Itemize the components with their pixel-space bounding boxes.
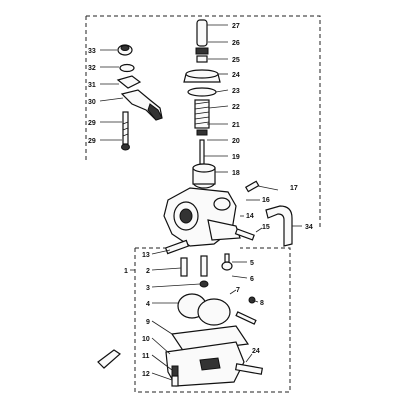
part-body-bracket (207, 219, 241, 241)
part-30-lever-tip (147, 103, 163, 121)
screw-thread-2 (122, 127, 129, 131)
callout-2: 2 (146, 268, 150, 275)
callout-3: 3 (146, 285, 150, 292)
callout-5: 5 (250, 260, 254, 267)
leader-7 (229, 289, 237, 295)
leader-9 (151, 320, 173, 335)
spring-coil-5 (194, 121, 210, 125)
part-2-needle-jet (200, 255, 208, 277)
part-14-pilot-screw (234, 228, 255, 241)
leader-24b (245, 353, 253, 363)
callout-24: 24 (232, 72, 240, 79)
right-fittings (234, 180, 302, 247)
part-33-cap-top (120, 45, 130, 51)
part-27-cable-adjuster (196, 19, 208, 47)
callout-9: 9 (146, 319, 150, 326)
callout-33: 33 (88, 48, 96, 55)
callout-27: 27 (232, 23, 240, 30)
callout-31: 31 (88, 82, 96, 89)
part-21-retainer (196, 129, 208, 136)
part-25-nut (196, 55, 208, 63)
leader-2 (151, 267, 182, 271)
part-3-main-jet (199, 280, 209, 288)
part-13-idle-screw (164, 239, 190, 255)
callout-6: 6 (250, 276, 254, 283)
callout-18: 18 (232, 170, 240, 177)
carburetor-body (163, 187, 241, 247)
leader-3 (151, 283, 201, 288)
upper-assembly-frame (86, 15, 321, 228)
callout-14: 14 (246, 213, 254, 220)
part-23-gasket (187, 87, 217, 97)
part-18-valve-top (192, 163, 216, 173)
callout-21: 21 (232, 122, 240, 129)
leader-11 (151, 354, 173, 371)
part-34-fuel-hose (265, 205, 293, 247)
part-32-washer (119, 63, 135, 73)
callout-23: 23 (232, 88, 240, 95)
spring-coil-2 (194, 106, 210, 110)
part-4-float-right (197, 298, 231, 326)
leader-15 (255, 227, 263, 233)
callout-13: 13 (142, 252, 150, 259)
leader-8 (251, 299, 259, 303)
part-2-main-jet-holder (180, 257, 188, 277)
part-24-drain-screw (234, 363, 264, 375)
leader-23 (215, 89, 229, 93)
callout-19: 19 (232, 154, 240, 161)
callout-30: 30 (88, 99, 96, 106)
part-6-float-needle (224, 253, 230, 263)
part-10-bowl-drain (199, 357, 221, 371)
part-8-float-pin (235, 311, 257, 325)
callout-8: 8 (260, 300, 264, 307)
callout-7: 7 (236, 287, 240, 294)
part-17-screw (244, 180, 260, 193)
leader-22 (208, 105, 229, 109)
callout-24b: 24 (252, 348, 260, 355)
leader-17 (257, 185, 279, 191)
part-26-lock-nut (195, 47, 209, 55)
screw-thread-1 (122, 121, 129, 125)
spring-coil-4 (194, 116, 210, 120)
part-29-screw-head (121, 143, 130, 151)
callout-32: 32 (88, 65, 96, 72)
callout-10: 10 (142, 336, 150, 343)
leader-10 (151, 337, 171, 355)
throttle-lever-group (116, 44, 163, 151)
callout-1: 1 (124, 268, 128, 275)
screw-thread-3 (122, 133, 129, 137)
part-body-outlet (213, 197, 231, 211)
part-body-bore (179, 208, 193, 224)
callout-25: 25 (232, 57, 240, 64)
leader-13 (151, 249, 171, 255)
callout-22: 22 (232, 104, 240, 111)
callout-29a: 29 (88, 120, 96, 127)
callout-4: 4 (146, 301, 150, 308)
part-31-lever-bracket (116, 75, 142, 89)
lower-assembly (97, 239, 264, 387)
spring-coil-1 (194, 101, 210, 105)
callout-15: 15 (262, 224, 270, 231)
callout-16: 16 (262, 197, 270, 204)
part-bracket-left (97, 349, 121, 369)
callout-29b: 29 (88, 138, 96, 145)
part-12-bowl-screw-b (171, 375, 179, 387)
part-24-top-cap (185, 69, 219, 79)
callout-26: 26 (232, 40, 240, 47)
spring-coil-3 (194, 111, 210, 115)
leader-6 (231, 275, 248, 279)
leader-30 (99, 97, 124, 102)
callout-20: 20 (232, 138, 240, 145)
part-5-float-valve (221, 261, 233, 271)
part-20-jet-needle (199, 139, 205, 165)
callout-34: 34 (305, 224, 313, 231)
throttle-valve-stack (183, 19, 221, 189)
callout-17: 17 (290, 185, 298, 192)
callout-12: 12 (142, 371, 150, 378)
leader-12 (151, 372, 173, 381)
callout-11: 11 (142, 353, 150, 360)
